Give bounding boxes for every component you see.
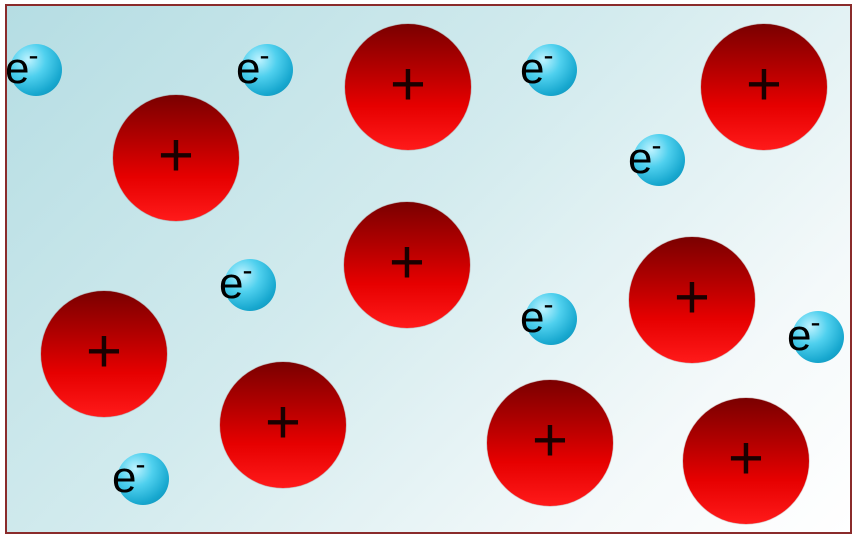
- electron: e-: [224, 259, 276, 311]
- positive-sign: +: [86, 321, 122, 383]
- positive-ion: +: [345, 24, 471, 150]
- electron-charge: -: [259, 39, 269, 72]
- electron-symbol: e: [236, 44, 260, 93]
- electron-charge: -: [651, 129, 661, 162]
- positive-ion: +: [113, 95, 239, 221]
- positive-sign: +: [389, 232, 425, 294]
- electron-symbol: e: [520, 44, 544, 93]
- positive-ion: +: [683, 398, 809, 524]
- positive-ion: +: [701, 24, 827, 150]
- electron-charge: -: [543, 288, 553, 321]
- electron-label: e-: [520, 47, 553, 91]
- electron-symbol: e: [628, 134, 652, 183]
- electron: e-: [525, 293, 577, 345]
- electron-symbol: e: [5, 44, 29, 93]
- positive-sign: +: [265, 392, 301, 454]
- electron: e-: [117, 453, 169, 505]
- positive-sign: +: [532, 410, 568, 472]
- electron-label: e-: [787, 314, 820, 358]
- electron-label: e-: [219, 262, 252, 306]
- positive-ion: +: [629, 237, 755, 363]
- electron-symbol: e: [219, 259, 243, 308]
- electron: e-: [633, 134, 685, 186]
- electron-charge: -: [543, 39, 553, 72]
- electron-symbol: e: [112, 453, 136, 502]
- electron-symbol: e: [787, 311, 811, 360]
- positive-sign: +: [746, 54, 782, 116]
- electron-label: e-: [628, 137, 661, 181]
- electron-charge: -: [242, 254, 252, 287]
- electron-symbol: e: [520, 293, 544, 342]
- electron-charge: -: [810, 306, 820, 339]
- positive-sign: +: [390, 54, 426, 116]
- electron: e-: [10, 44, 62, 96]
- electron: e-: [792, 311, 844, 363]
- positive-ion: +: [220, 362, 346, 488]
- electron-label: e-: [520, 296, 553, 340]
- electron-charge: -: [28, 39, 38, 72]
- electron-label: e-: [236, 47, 269, 91]
- positive-sign: +: [728, 428, 764, 490]
- positive-ion: +: [41, 291, 167, 417]
- electron-label: e-: [5, 47, 38, 91]
- positive-ion: +: [344, 202, 470, 328]
- positive-sign: +: [158, 125, 194, 187]
- positive-sign: +: [674, 267, 710, 329]
- electron: e-: [241, 44, 293, 96]
- electron: e-: [525, 44, 577, 96]
- electron-charge: -: [135, 448, 145, 481]
- positive-ion: +: [487, 380, 613, 506]
- metal-lattice-panel: + + + + + + + + + e- e- e- e- e- e- e- e…: [5, 4, 852, 534]
- electron-label: e-: [112, 456, 145, 500]
